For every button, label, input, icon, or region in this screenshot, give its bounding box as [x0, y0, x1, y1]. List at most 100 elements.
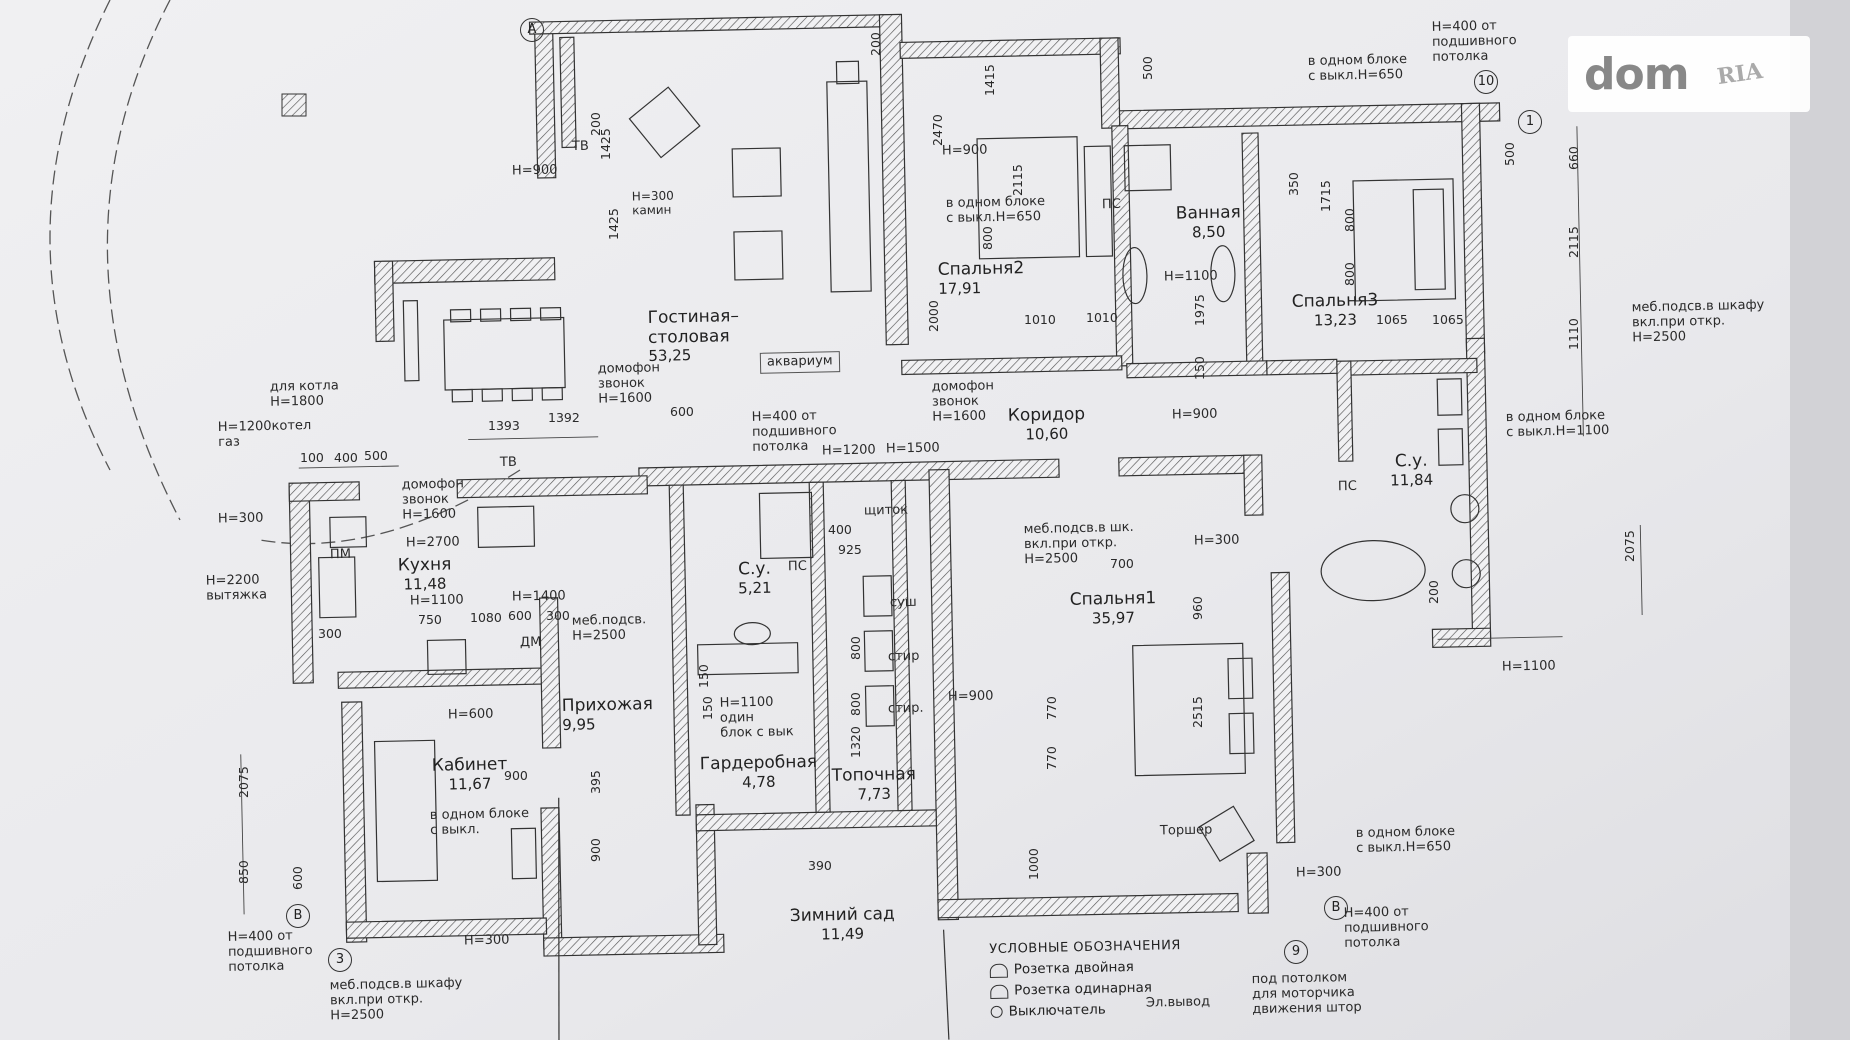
note-h900-bed1: Н=900	[947, 688, 994, 705]
dim-label: 800	[1342, 208, 1357, 232]
note-pm: ПМ	[329, 546, 352, 563]
note-h1100-kitchen: Н=1100	[409, 592, 464, 609]
note-h900-corridor: Н=900	[1171, 406, 1218, 423]
note-h300-bed1b: Н=300	[1295, 864, 1342, 881]
dim-label: 2000	[926, 300, 941, 332]
room-kitchen-name: Кухня	[397, 554, 452, 576]
room-kitchen: Кухня 11,48	[397, 554, 452, 593]
axis-marker-1: 1	[1518, 110, 1542, 134]
room-corridor: Коридор 10,60	[1008, 404, 1086, 443]
room-study: Кабинет 11,67	[432, 754, 508, 793]
room-wardrobe-name: Гардеробная	[699, 751, 818, 775]
dim-label: 600	[508, 608, 532, 623]
room-bedroom1: Спальня1 35,97	[1070, 588, 1157, 628]
legend-item-label: Розетка двойная	[1013, 959, 1134, 978]
room-corridor-area: 10,60	[1025, 424, 1069, 443]
dim-label: 300	[546, 608, 570, 623]
room-bedroom1-area: 35,97	[1091, 608, 1136, 627]
dim-label: 1392	[548, 410, 580, 425]
note-h1400: Н=1400	[511, 588, 566, 605]
note-mebel-2500-bottom: меб.подсв.в шкафу вкл.при откр. Н=2500	[329, 975, 463, 1024]
note-intercom-corridor: домофон звонок Н=1600	[931, 378, 995, 425]
note-h900-bed2: Н=900	[941, 142, 988, 159]
dim-label: 770	[1044, 746, 1059, 770]
note-stir: стир	[887, 648, 920, 665]
dim-label: 500	[1140, 56, 1155, 80]
room-hall-name: Прихожая	[561, 694, 654, 716]
single-socket-icon	[990, 984, 1009, 999]
legend: УСЛОВНЫЕ ОБОЗНАЧЕНИЯ Розетка двойная Роз…	[989, 936, 1182, 1023]
note-h1100-bed2: Н=1100	[1163, 268, 1218, 285]
note-h300-fireplace: Н=300 камин	[631, 188, 674, 218]
note-h400-bottom-right: Н=400 от подшивного потолка	[1343, 904, 1429, 951]
dim-label: 150	[696, 664, 711, 688]
dim-label: 700	[1110, 556, 1134, 571]
axis-marker-3: 3	[328, 948, 352, 972]
dim-label: 1715	[1318, 180, 1333, 212]
dim-label: 400	[334, 450, 358, 465]
dim-label: 390	[808, 858, 832, 873]
note-one-block-1100: Н=1100 один блок с вык	[719, 694, 794, 741]
dim-label: 1975	[1192, 294, 1207, 326]
dim-label: 100	[300, 450, 324, 465]
dim-label: 2075	[1622, 530, 1637, 562]
room-living: Гостиная– столовая 53,25	[647, 306, 739, 365]
dim-label: 800	[848, 692, 863, 716]
note-one-block-650-bed2: в одном блоке с выкл.Н=650	[945, 193, 1046, 226]
note-stir2: стир.	[887, 700, 924, 717]
walls	[288, 13, 1501, 957]
dim-label: 1110	[1566, 318, 1581, 350]
dim-label: 800	[980, 226, 995, 250]
dim-label: 395	[588, 770, 603, 794]
axis-marker-10: 10	[1474, 70, 1498, 94]
room-hall-area: 9,95	[562, 714, 596, 734]
note-one-block-650-bed1: в одном блоке с выкл.Н=650	[1355, 823, 1456, 856]
note-dm: ДМ	[519, 634, 542, 651]
dim-label: 500	[1502, 142, 1517, 166]
room-wc1: С.у. 5,21	[738, 559, 772, 597]
dim-label: 2470	[930, 114, 945, 146]
legend-item: Выключатель	[990, 998, 1182, 1023]
room-wardrobe-area: 4,78	[741, 772, 776, 791]
dim-label: 2115	[1010, 164, 1025, 196]
room-wc2-area: 11,84	[1390, 470, 1434, 489]
dim-label: 750	[418, 612, 442, 627]
note-ps3: ПС	[1337, 478, 1357, 495]
switch-icon	[990, 1006, 1003, 1019]
note-h900-left: Н=900	[511, 162, 558, 179]
dim-label: 1080	[470, 610, 502, 625]
legend-title: УСЛОВНЫЕ ОБОЗНАЧЕНИЯ	[989, 938, 1182, 958]
dim-label: 200	[868, 32, 883, 56]
note-h600: Н=600	[447, 706, 494, 723]
note-pc: ПС	[1101, 196, 1121, 213]
legend-item-label: Розетка одинарная	[1014, 979, 1153, 999]
dim-label: 900	[588, 838, 603, 862]
dim-label: 2115	[1566, 226, 1581, 258]
room-boiler-area: 7,73	[857, 784, 892, 803]
room-garden-area: 11,49	[820, 924, 865, 943]
dim-label: 600	[290, 866, 305, 890]
dim-label: 1425	[606, 208, 621, 240]
room-bathroom-name: Ванная	[1175, 202, 1241, 224]
note-h2200-hood: Н=2200 вытяжка	[205, 572, 268, 604]
plan-body	[240, 13, 1643, 1040]
room-bedroom2: Спальня2 17,91	[938, 258, 1025, 298]
dim-label: 600	[670, 404, 694, 419]
room-boiler: Топочная 7,73	[832, 764, 917, 804]
dim-label: 200	[1426, 580, 1441, 604]
room-bedroom3-area: 13,23	[1313, 310, 1358, 329]
axis-marker-v-right: В	[1324, 896, 1348, 920]
watermark-ria-text: RIA	[1714, 57, 1764, 91]
axis-marker-a: А	[520, 18, 544, 42]
axis-marker-9: 9	[1284, 940, 1308, 964]
dim-label: 850	[236, 860, 251, 884]
note-tv: ТВ	[571, 138, 589, 155]
double-socket-icon	[989, 963, 1008, 978]
note-h400-top-right: Н=400 от подшивного потолка	[1431, 18, 1517, 65]
note-h300-left: Н=300	[217, 510, 264, 527]
room-bathroom-area: 8,50	[1191, 222, 1226, 241]
note-boiler-gas: Н=1200котел газ	[217, 418, 312, 450]
note-h1200: Н=1200	[821, 442, 876, 459]
note-h2700: Н=2700	[405, 534, 460, 551]
dim-label: 400	[828, 522, 852, 537]
